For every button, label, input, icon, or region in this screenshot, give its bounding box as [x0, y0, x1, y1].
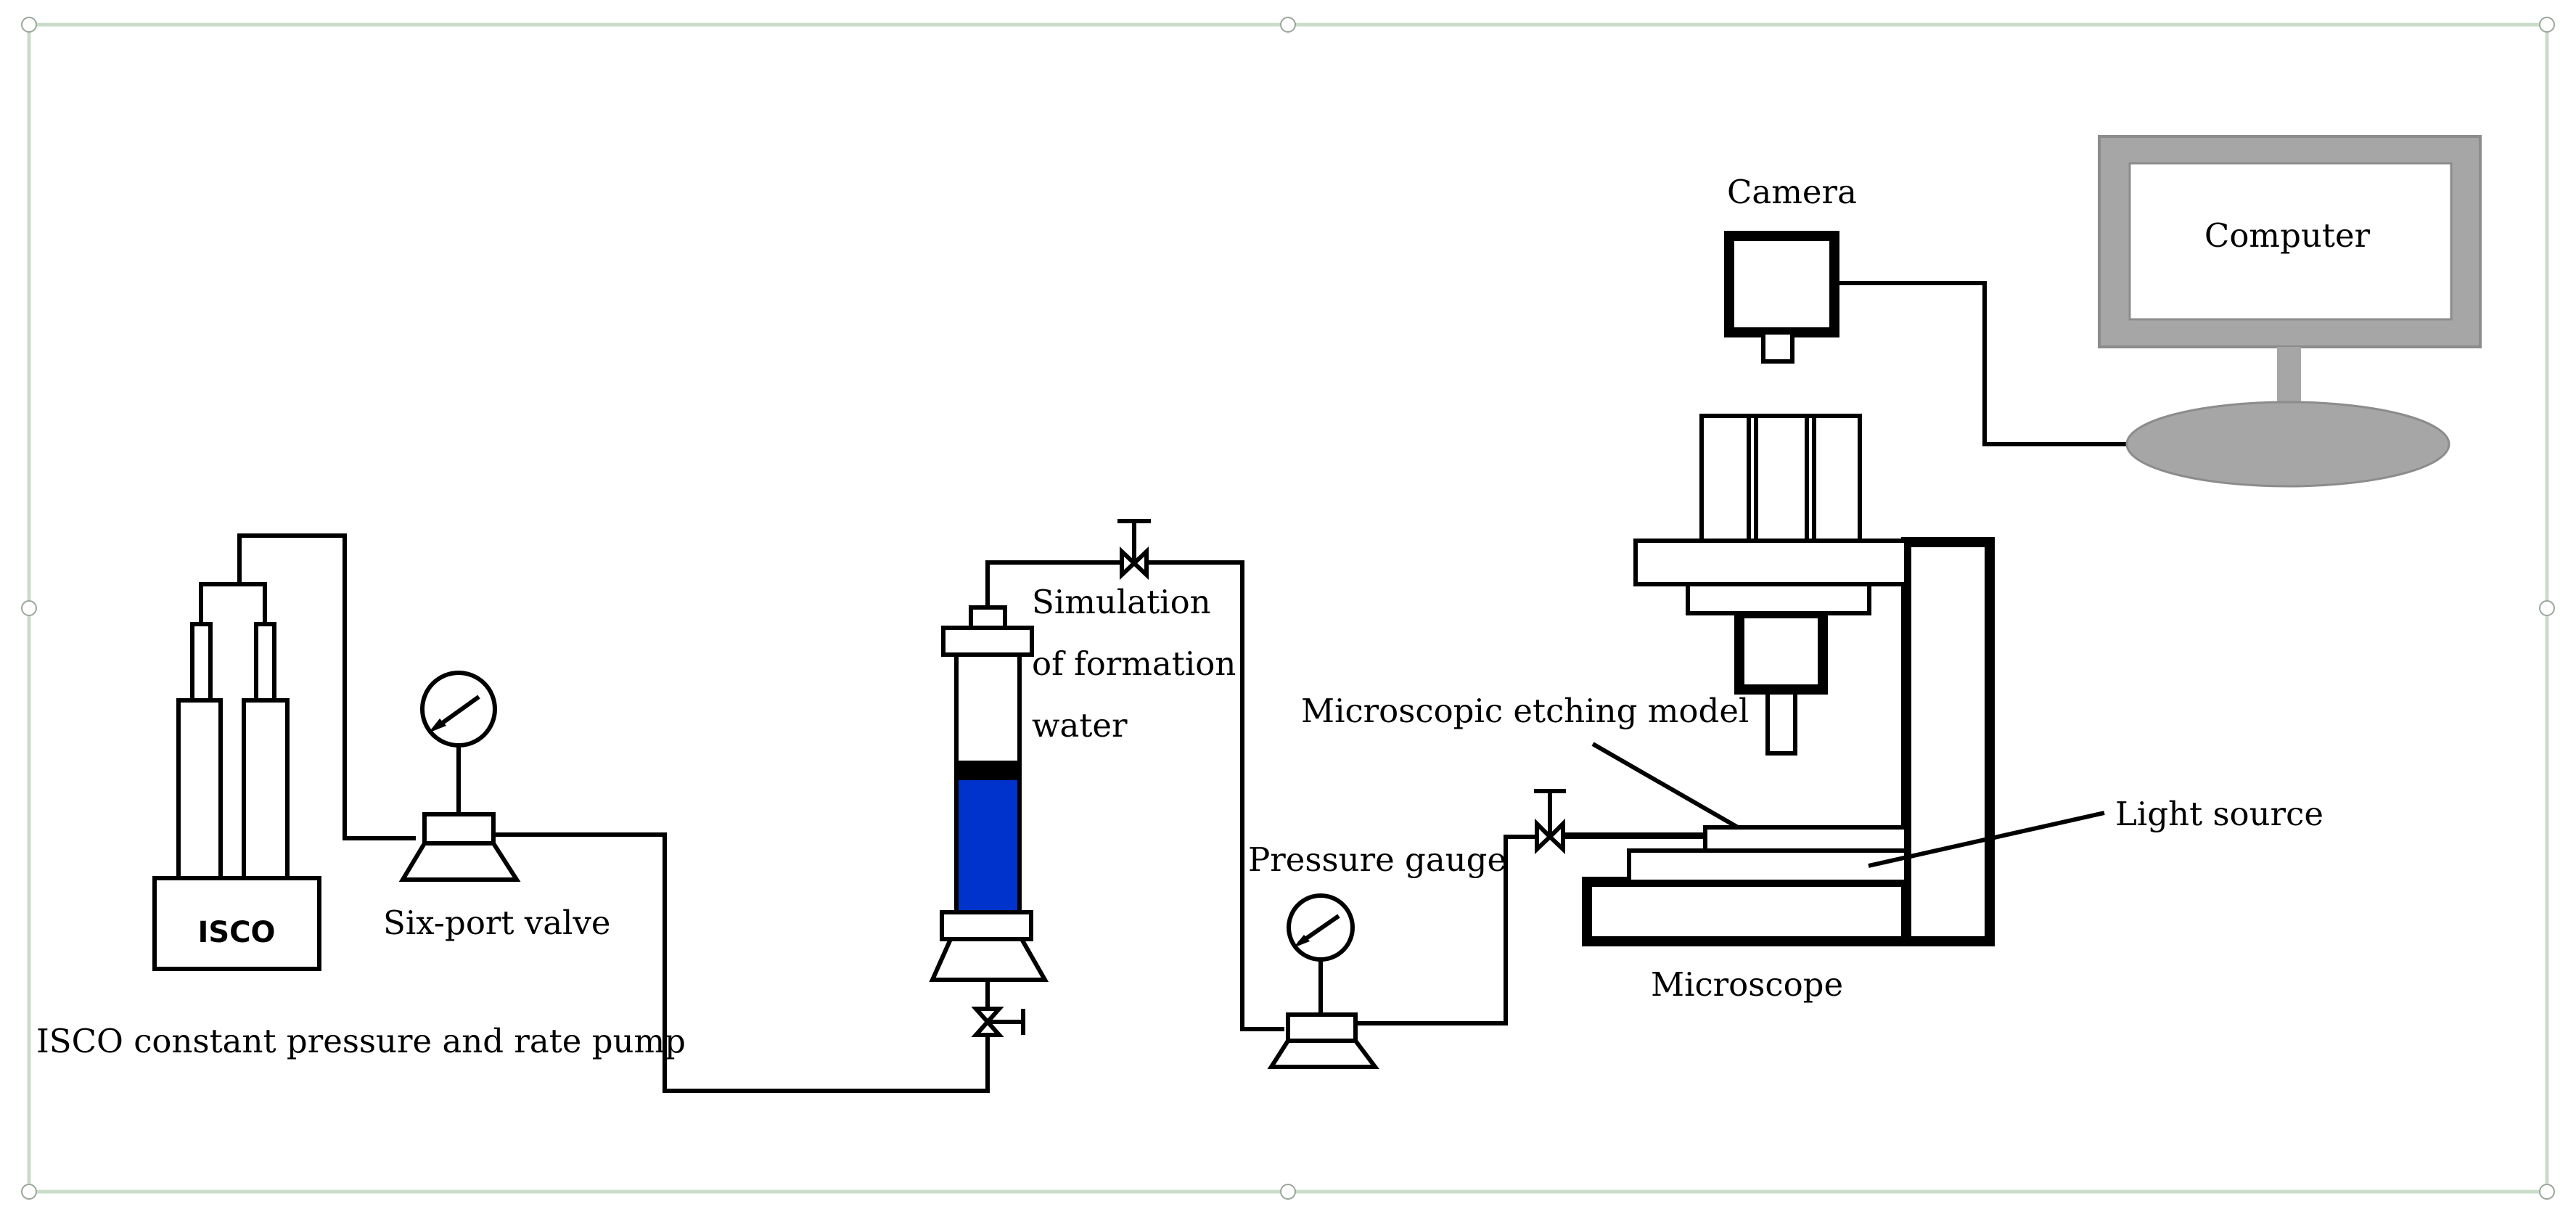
cylinder-cap-knob — [969, 605, 1007, 630]
stage-bar-upper — [1633, 539, 1908, 586]
frame-handle-top-mid[interactable] — [1280, 17, 1296, 33]
microscope-label: Microscope — [1651, 965, 1843, 1004]
microscopic-model-label: Microscopic etching model — [1301, 692, 1749, 730]
isco-rod-left — [190, 622, 213, 703]
gauge-needle-tip-1 — [428, 719, 446, 733]
cylinder-stand — [929, 937, 1049, 982]
monitor-base — [2125, 401, 2450, 488]
formation-water-cylinder — [929, 605, 1049, 1045]
pipe-isco-to-valve — [237, 533, 416, 840]
cylinder-top-flange — [941, 626, 1034, 657]
inlet-valve-left — [1535, 818, 1554, 854]
top-valve-right — [1131, 546, 1149, 580]
gauge-body-2 — [1286, 1012, 1358, 1043]
microscope-column — [1901, 537, 1995, 946]
model-leader-line — [1591, 742, 1739, 830]
pressure-gauge-2: Pressure gauge — [1248, 840, 1506, 1069]
computer: Computer — [2098, 135, 2482, 488]
frame-handle-bottom-left[interactable] — [21, 1184, 37, 1200]
frame-handle-mid-left[interactable] — [21, 600, 37, 616]
cylinder-water — [959, 780, 1017, 910]
eyepiece-housing — [1699, 414, 1862, 543]
camera-label: Camera — [1727, 173, 1857, 211]
frame-handle-top-right[interactable] — [2539, 17, 2555, 33]
outlet-valve-body — [971, 1007, 1004, 1025]
outlet-valve-body-2 — [971, 1018, 1004, 1037]
frame-handle-bottom-mid[interactable] — [1280, 1184, 1296, 1200]
objective-lens — [1765, 687, 1797, 756]
camera: Camera — [1724, 173, 1857, 364]
simulation-label-2: of formation — [1032, 644, 1236, 683]
isco-pump-label: ISCO constant pressure and rate pump — [36, 1022, 686, 1060]
isco-base-box — [152, 876, 321, 971]
camera-lens — [1761, 330, 1794, 364]
valve-base — [398, 841, 521, 882]
simulation-label-3: water — [1032, 706, 1128, 745]
isco-box-label: ISCO — [197, 916, 275, 949]
valve-body — [422, 812, 496, 846]
isco-cylinder-left — [176, 698, 223, 880]
microscope-base — [1582, 877, 1911, 946]
light-source-label: Light source — [2115, 795, 2323, 833]
monitor-stand — [2277, 347, 2301, 404]
pipe-valve-to-cylinder — [493, 832, 990, 1093]
isco-pump: ISCO — [152, 582, 321, 971]
isco-rod-right — [254, 622, 276, 703]
stage-bar-lower — [1686, 582, 1871, 615]
camera-body — [1724, 231, 1839, 337]
inlet-valve — [1534, 789, 1705, 854]
isco-cylinder-right — [242, 698, 290, 880]
gauge-base-2 — [1267, 1039, 1379, 1069]
light-source-leader-line — [1868, 811, 2105, 868]
cable-camera-to-computer — [1834, 281, 2130, 446]
light-source-plate — [1627, 848, 1908, 884]
six-port-valve-label: Six-port valve — [383, 904, 611, 942]
gauge-needle-tip-2 — [1293, 935, 1310, 948]
monitor-screen — [2128, 162, 2453, 321]
top-valve-left — [1120, 546, 1138, 580]
cylinder-piston — [956, 761, 1020, 780]
cylinder-bottom-flange — [940, 910, 1033, 941]
top-valve — [1117, 519, 1151, 580]
frame-handle-mid-right[interactable] — [2539, 600, 2555, 616]
microscopic-model-plate — [1703, 825, 1908, 853]
pipe-cylinder-top — [985, 560, 1284, 1031]
computer-label: Computer — [2204, 216, 2371, 255]
six-port-valve: Six-port valve — [383, 671, 611, 942]
isco-manifold — [199, 582, 267, 624]
objective-housing — [1734, 608, 1828, 695]
frame-handle-top-left[interactable] — [21, 17, 37, 33]
simulation-label-1: Simulation — [1032, 583, 1211, 621]
microscope: Microscope — [1582, 414, 1995, 1004]
frame-handle-bottom-right[interactable] — [2539, 1184, 2555, 1200]
pressure-gauge-label: Pressure gauge — [1248, 840, 1506, 879]
